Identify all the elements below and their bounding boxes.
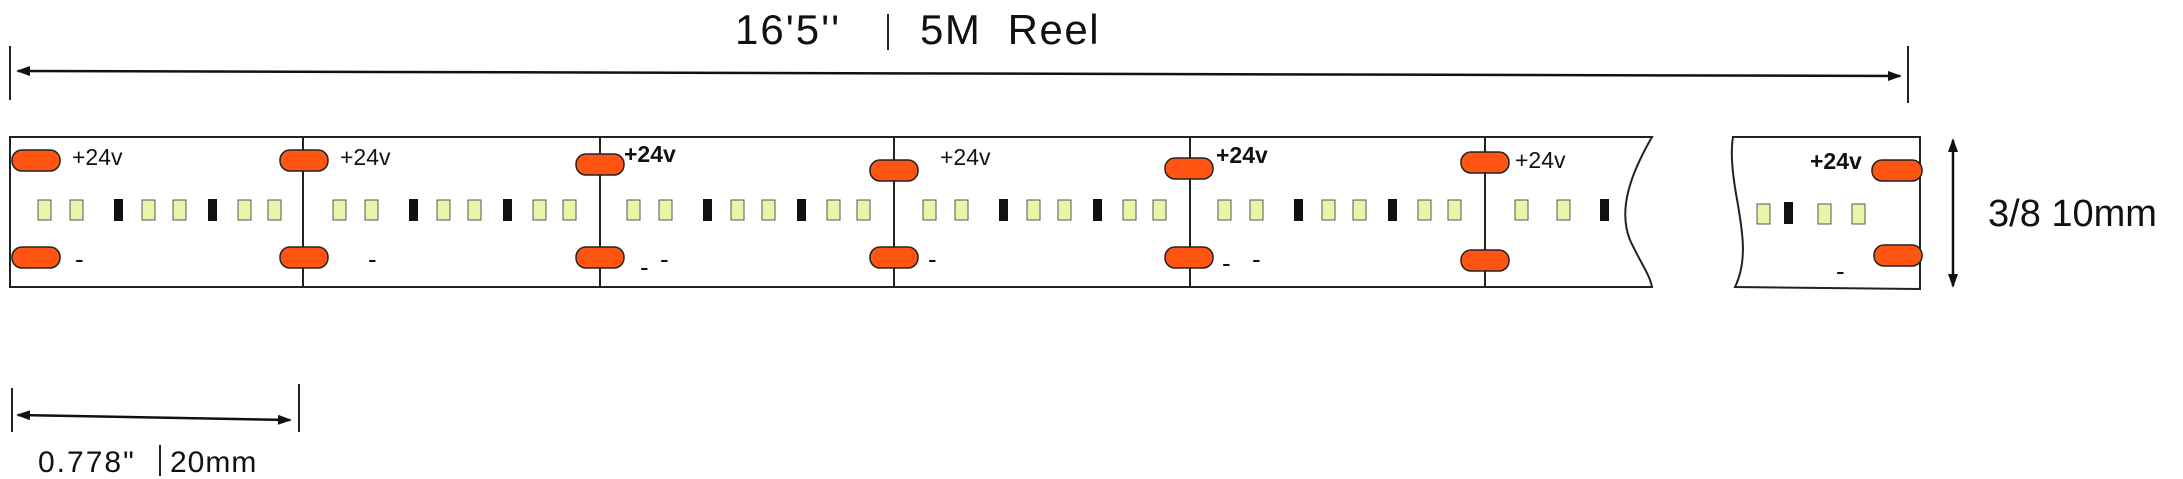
- led-chips: [37, 199, 1609, 221]
- end-negative-label: -: [1836, 256, 1845, 286]
- led-chip: [1851, 203, 1866, 225]
- cut-length-arrow: [16, 410, 292, 425]
- led-chip: [1321, 199, 1336, 221]
- led-chip: [1152, 199, 1167, 221]
- led-chip: [1217, 199, 1232, 221]
- cut-length-dimension: 0.778" 20mm: [11, 384, 300, 479]
- main-strip: +24v+24v+24v+24v+24v+24v-------: [9, 136, 1654, 288]
- positive-label: +24v: [1515, 147, 1566, 173]
- end-piece-outline: [1730, 136, 1921, 291]
- overall-length-dimension: 16'5'' 5M Reel: [9, 6, 1909, 103]
- led-dark-component: [1600, 199, 1609, 221]
- positive-pad: [575, 153, 625, 176]
- led-chip: [1057, 199, 1072, 221]
- led-chip: [267, 199, 282, 221]
- positive-pad: [279, 149, 329, 172]
- length-metric-label: 5M Reel: [920, 6, 1100, 53]
- negative-label: -: [1222, 248, 1231, 278]
- led-chip: [730, 199, 745, 221]
- positive-label: +24v: [940, 144, 991, 170]
- end-negative-pad: [1873, 244, 1923, 267]
- negative-pad: [869, 246, 919, 269]
- end-positive-label: +24v: [1810, 148, 1862, 174]
- negative-label: -: [1252, 244, 1261, 274]
- negative-pad: [11, 246, 61, 269]
- led-dark-component: [1093, 199, 1102, 221]
- solder-pads: [11, 149, 1510, 272]
- led-chip: [69, 199, 84, 221]
- main-strip-outline: [9, 136, 1654, 288]
- led-dark-component: [409, 199, 418, 221]
- led-chip: [826, 199, 841, 221]
- positive-pad: [1164, 157, 1214, 180]
- negative-label: -: [660, 244, 669, 274]
- width-label: 3/8 10mm: [1988, 193, 2157, 235]
- led-chip: [532, 199, 547, 221]
- negative-pad: [575, 246, 625, 269]
- led-chip: [37, 199, 52, 221]
- negative-label: -: [640, 252, 649, 282]
- strip-end-piece: +24v -: [1730, 136, 1923, 291]
- led-chip: [1122, 199, 1137, 221]
- negative-pad: [279, 246, 329, 269]
- led-chip: [922, 199, 937, 221]
- positive-label: +24v: [72, 144, 123, 170]
- led-dark-component: [1294, 199, 1303, 221]
- positive-pad: [869, 159, 919, 182]
- led-chip: [1447, 199, 1462, 221]
- led-chip: [1556, 199, 1571, 221]
- led-chip: [332, 199, 347, 221]
- led-dark-component: [999, 199, 1008, 221]
- led-chip: [1756, 203, 1771, 225]
- led-chip: [436, 199, 451, 221]
- led-dark-component: [797, 199, 806, 221]
- led-chip: [1417, 199, 1432, 221]
- led-dark-component: [503, 199, 512, 221]
- length-imperial-label: 16'5'': [735, 6, 841, 53]
- positive-label: +24v: [340, 144, 391, 170]
- led-dark-component: [703, 199, 712, 221]
- led-dark-component: [114, 199, 123, 221]
- led-chip: [761, 199, 776, 221]
- end-solder-pads: [1871, 159, 1923, 267]
- led-chip: [237, 199, 252, 221]
- positive-pad: [11, 149, 61, 172]
- led-chip: [1352, 199, 1367, 221]
- polarity-labels: +24v+24v+24v+24v+24v+24v-------: [72, 141, 1566, 282]
- led-chip: [856, 199, 871, 221]
- led-chip: [658, 199, 673, 221]
- led-dark-component: [208, 199, 217, 221]
- led-chip: [562, 199, 577, 221]
- cut-metric-label: 20mm: [170, 446, 257, 479]
- negative-pad: [1460, 249, 1510, 272]
- cut-imperial-label: 0.778": [38, 446, 136, 479]
- led-chip: [1514, 199, 1529, 221]
- positive-label: +24v: [624, 141, 676, 167]
- negative-pad: [1164, 246, 1214, 269]
- led-chip: [141, 199, 156, 221]
- led-chip: [172, 199, 187, 221]
- positive-pad: [1460, 151, 1510, 174]
- negative-label: -: [928, 244, 937, 274]
- led-chip: [626, 199, 641, 221]
- end-positive-pad: [1871, 159, 1923, 182]
- led-dark-component: [1784, 202, 1793, 224]
- positive-label: +24v: [1216, 142, 1268, 168]
- negative-label: -: [75, 244, 84, 274]
- led-chip: [1249, 199, 1264, 221]
- end-led-chips: [1756, 202, 1866, 225]
- led-chip: [1026, 199, 1041, 221]
- negative-label: -: [368, 244, 377, 274]
- led-chip: [364, 199, 379, 221]
- led-dark-component: [1388, 199, 1397, 221]
- led-chip: [1817, 203, 1832, 225]
- width-dimension: 3/8 10mm: [1948, 138, 2157, 288]
- led-chip: [467, 199, 482, 221]
- length-arrow: [16, 66, 1902, 81]
- led-chip: [954, 199, 969, 221]
